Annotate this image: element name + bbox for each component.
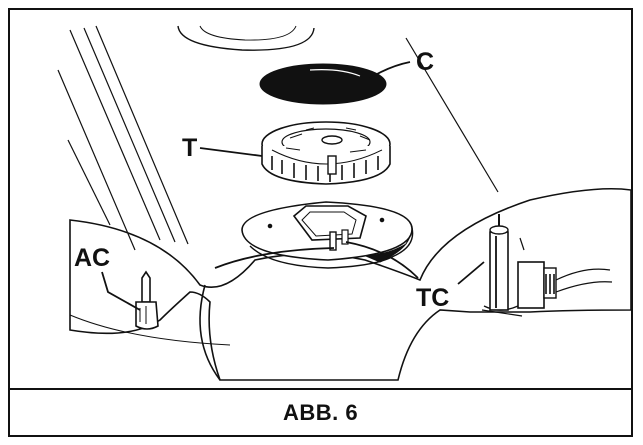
callout-leader-lines (101, 61, 485, 311)
leader-ac (101, 271, 141, 311)
callout-ac: AC (74, 244, 110, 272)
ignition-electrode-ac (135, 270, 159, 330)
upper-burner-outline (177, 25, 315, 51)
figure-frame: C T AC TC ABB. 6 (8, 8, 633, 437)
figure-caption: ABB. 6 (282, 399, 359, 425)
panel-edge-line (405, 37, 499, 193)
callout-t: T (182, 134, 197, 162)
burner-exploded-view: C T AC TC (10, 10, 631, 388)
burner-cap-c (259, 63, 387, 105)
caption-bar: ABB. 6 (10, 388, 631, 435)
cooktop-cutout (69, 187, 631, 381)
leader-base-right (345, 241, 419, 279)
leader-c (369, 61, 411, 79)
callout-tc: TC (416, 284, 449, 312)
burner-base (241, 201, 414, 269)
thermocouple-tc (481, 214, 613, 317)
panel-diagonal-lines (57, 25, 189, 251)
leader-t (199, 147, 263, 157)
leader-base-left (214, 247, 335, 269)
leader-tc (457, 261, 485, 285)
flame-spreader-t (261, 121, 391, 185)
burner-diagram: C T AC TC (57, 25, 631, 381)
callout-c: C (416, 48, 434, 76)
